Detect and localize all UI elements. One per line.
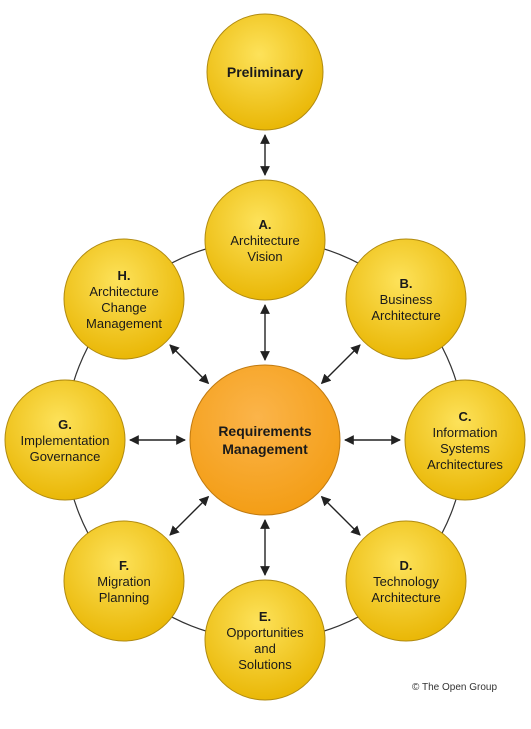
phase-nodes: PreliminaryA.ArchitectureVisionB.Busines… [4, 13, 526, 701]
phase-label-line: Architectures [427, 457, 503, 472]
arrow-center-to-h [169, 344, 210, 385]
phase-label-line: Opportunities [226, 625, 304, 640]
copyright-notice: © The Open Group [412, 682, 498, 693]
center-circle [189, 364, 341, 516]
phase-circle-c [404, 379, 526, 501]
arrow-center-to-f [169, 495, 210, 536]
phase-label-line: Architecture [89, 284, 158, 299]
phase-letter: C. [459, 409, 472, 424]
phase-letter: A. [259, 217, 272, 232]
preliminary-label: Preliminary [227, 64, 303, 80]
arrow-center-to-d [320, 495, 361, 536]
phase-circle-g [4, 379, 126, 501]
phase-label-line: Solutions [238, 657, 292, 672]
phase-letter: H. [118, 268, 131, 283]
phase-circle-d [345, 520, 467, 642]
phase-label-line: Architecture [230, 233, 299, 248]
phase-circle-a [204, 179, 326, 301]
arrow-center-to-b [320, 344, 361, 385]
center-label-line: Management [222, 441, 308, 457]
phase-label-line: Information [432, 425, 497, 440]
phase-label-line: Architecture [371, 308, 440, 323]
phase-label-line: Migration [97, 574, 150, 589]
phase-label-line: and [254, 641, 276, 656]
phase-label-line: Technology [373, 574, 439, 589]
phase-letter: D. [400, 558, 413, 573]
phase-label-line: Planning [99, 590, 150, 605]
preliminary-circle [206, 13, 324, 131]
phase-circle-b [345, 238, 467, 360]
phase-letter: E. [259, 609, 271, 624]
phase-circle-f [63, 520, 185, 642]
phase-circle-h [63, 238, 185, 360]
phase-letter: F. [119, 558, 129, 573]
phase-label-line: Change [101, 300, 147, 315]
phase-node-preliminary: Preliminary [206, 13, 324, 131]
center-label-line: Requirements [218, 423, 312, 439]
phase-label-line: Implementation [21, 433, 110, 448]
phase-label-line: Architecture [371, 590, 440, 605]
phase-label-line: Management [86, 316, 162, 331]
phase-label-line: Vision [247, 249, 282, 264]
connector-arrows [129, 134, 401, 576]
phase-label-line: Business [380, 292, 433, 307]
phase-label-line: Systems [440, 441, 490, 456]
phase-letter: G. [58, 417, 72, 432]
phase-letter: B. [400, 276, 413, 291]
phase-label-line: Governance [30, 449, 101, 464]
phase-circle-e [204, 579, 326, 701]
